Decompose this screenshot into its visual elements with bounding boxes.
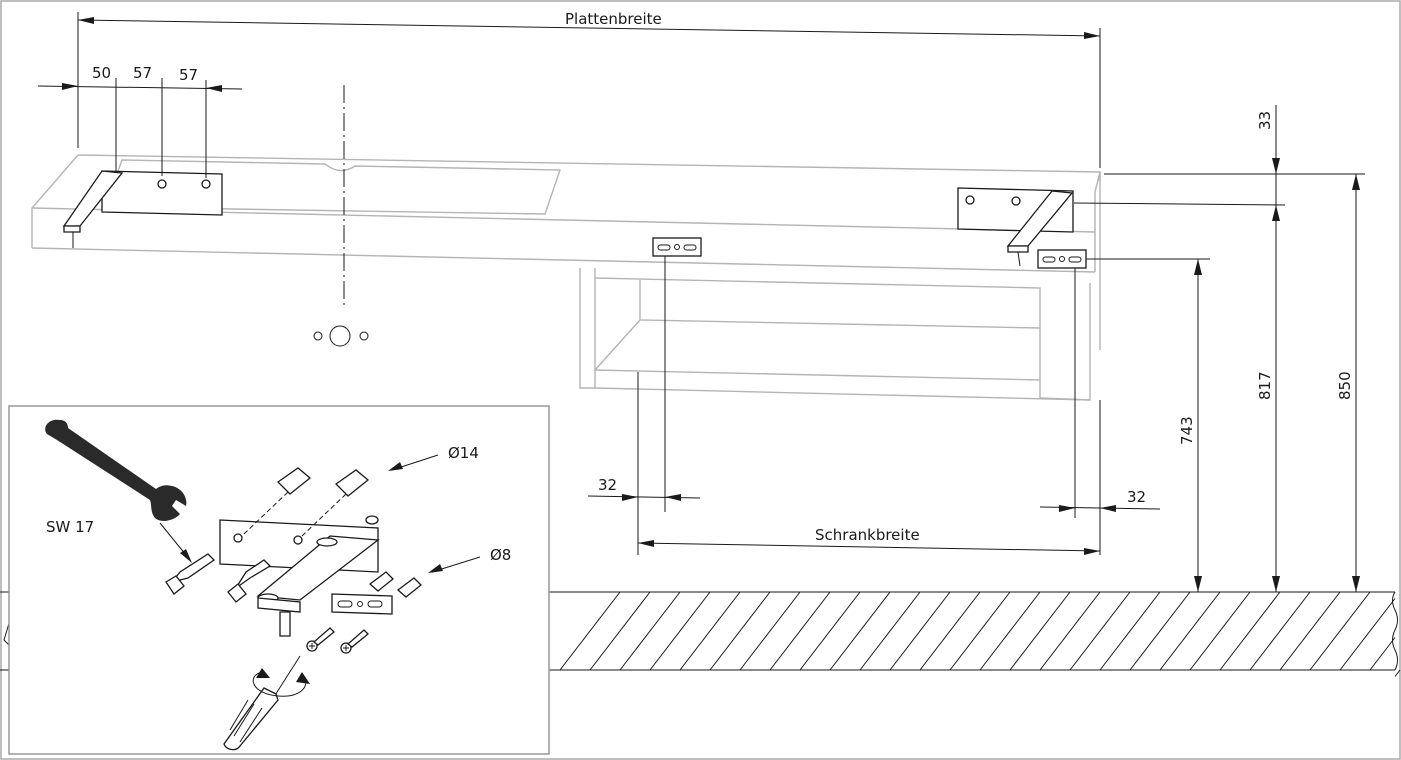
floor-hatch-line — [1039, 591, 1101, 671]
height-817-label: 817 — [1256, 371, 1274, 400]
floor-hatch-line — [559, 591, 621, 671]
floor-hatch-line — [739, 591, 801, 671]
height-dimensions — [1073, 105, 1365, 592]
floor-hatch-line — [1159, 591, 1221, 671]
floor-hatch-line — [679, 591, 741, 671]
cabinet — [579, 268, 1091, 401]
floor-hatch-line — [709, 591, 771, 671]
dowel-small-icon — [368, 571, 422, 598]
dowel-large-label: Ø14 — [448, 444, 479, 462]
floor-hatch-line — [979, 591, 1041, 671]
bracket-offset-dimensions — [37, 78, 243, 178]
floor-hatch-line — [829, 591, 891, 671]
floor-hatch-line — [1249, 591, 1311, 671]
floor-hatch-line — [1394, 669, 1401, 677]
height-850-label: 850 — [1336, 371, 1354, 400]
wrench-icon — [45, 419, 187, 521]
wrench-size-label: SW 17 — [46, 518, 94, 536]
floor-hatch-line — [949, 591, 1011, 671]
floor-hatch-line — [799, 591, 861, 671]
floor-hatch-line — [1189, 591, 1251, 671]
left-bracket — [62, 170, 223, 248]
floor-hatch-line — [1309, 591, 1371, 671]
cabinet-width-label: Schrankbreite — [815, 526, 920, 544]
height-743-label: 743 — [1178, 416, 1196, 445]
offset-57a-label: 57 — [133, 64, 152, 82]
cabinet-width-dimension — [587, 256, 1161, 555]
rotation-arrow-icon — [252, 668, 310, 697]
floor-hatch-line — [769, 591, 831, 671]
plate-width-dimension — [77, 12, 1101, 168]
screw-bolt-icon — [165, 553, 272, 603]
floor-hatch-line — [1129, 591, 1191, 671]
drain-centerline — [313, 85, 369, 347]
offset-50-label: 50 — [92, 64, 111, 82]
floor-hatch-line — [589, 591, 651, 671]
side-32-right-label: 32 — [1127, 488, 1146, 506]
floor-hatch-line — [859, 591, 921, 671]
floor-hatch-line — [1369, 637, 1396, 671]
floor-hatch-line — [1279, 591, 1341, 671]
plate-width-label: Plattenbreite — [565, 10, 662, 28]
floor-hatch-line — [649, 591, 711, 671]
cabinet-plate-right — [1037, 249, 1087, 269]
cabinet-plate-left — [652, 237, 702, 257]
floor-hatch-line — [1069, 591, 1131, 671]
floor-hatch-line — [1099, 591, 1161, 671]
dowel-large-icon — [276, 467, 370, 497]
floor-hatch-line — [889, 591, 951, 671]
offset-57b-label: 57 — [179, 66, 198, 84]
dowel-small-label: Ø8 — [490, 546, 511, 564]
floor-hatch-line — [1339, 598, 1396, 671]
screwdriver-icon — [223, 655, 301, 751]
floor-hatch-line — [1009, 591, 1071, 671]
inset-bracket — [219, 515, 393, 637]
height-33-label: 33 — [1256, 111, 1274, 130]
side-32-left-label: 32 — [598, 476, 617, 494]
floor-hatch-line — [919, 591, 981, 671]
floor-hatch-line — [1219, 591, 1281, 671]
right-bracket — [957, 187, 1074, 267]
wood-screw-icon — [306, 627, 369, 654]
floor-hatch-line — [619, 591, 681, 671]
